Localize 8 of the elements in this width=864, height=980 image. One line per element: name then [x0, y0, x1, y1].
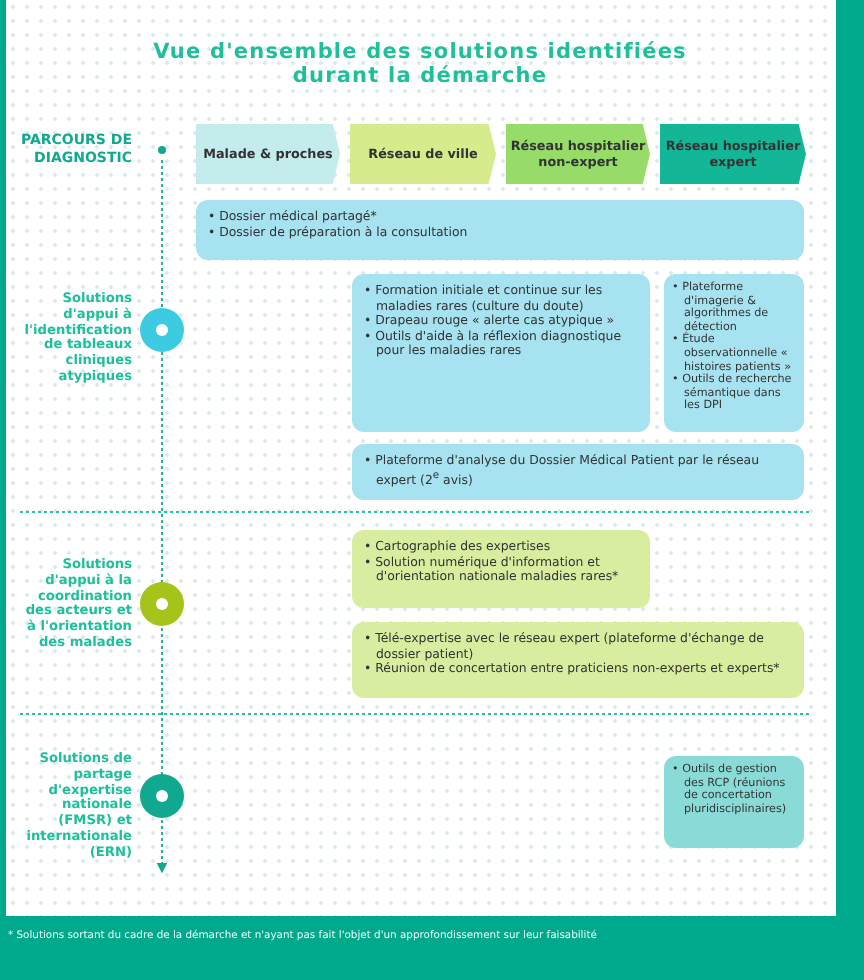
solution-card — [352, 274, 650, 432]
solution-card — [352, 444, 804, 500]
solution-card — [664, 274, 804, 432]
diagram-title: Vue d'ensemble des solutions identifiées durant la démarche — [151, 40, 689, 88]
solution-card — [196, 200, 804, 260]
solution-card — [352, 622, 804, 698]
solution-card — [664, 756, 804, 848]
solution-card — [352, 530, 650, 608]
